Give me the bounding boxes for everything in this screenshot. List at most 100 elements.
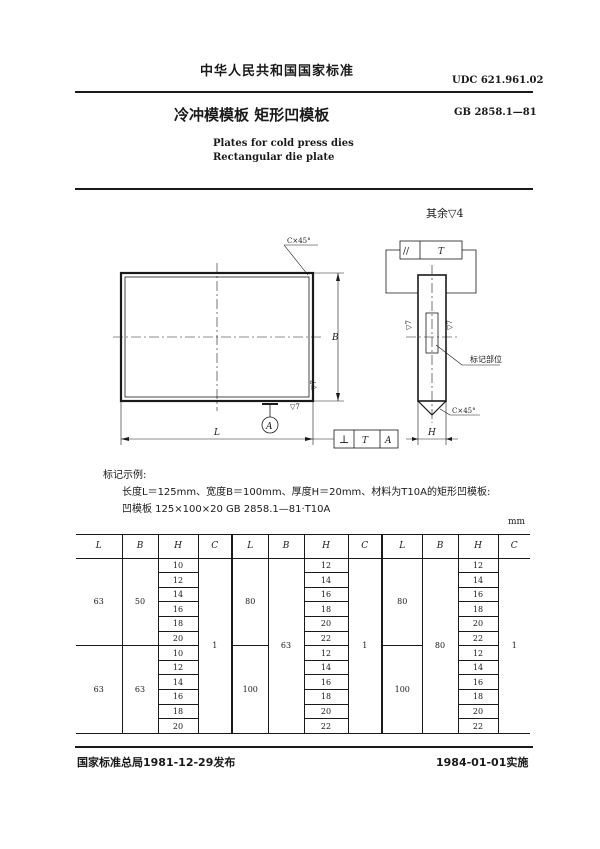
g2-h: 14 <box>303 572 349 588</box>
table-header-row: L B H C L B H C L B H C <box>76 534 530 559</box>
g2-l-a: 80 <box>231 557 269 647</box>
g1-h: 18 <box>157 703 199 720</box>
g1-b-b: 63 <box>121 645 159 734</box>
front-view <box>113 263 322 411</box>
g3-h: 22 <box>457 718 499 734</box>
g2-h: 12 <box>303 645 349 661</box>
title-en-line1: Plates for cold press dies <box>213 138 354 149</box>
title-rule <box>75 188 533 190</box>
g1-l-a: 63 <box>76 557 123 647</box>
header-c-2: C <box>347 534 383 559</box>
g3-h: 16 <box>457 674 499 691</box>
header-l-1: L <box>76 534 123 559</box>
header-l-3: L <box>381 534 423 559</box>
g3-h: 22 <box>457 630 499 647</box>
chamfer-label-side: C×45° <box>452 407 476 415</box>
g2-c: 1 <box>347 557 383 735</box>
g2-b: 63 <box>267 557 305 735</box>
g1-h: 12 <box>157 572 199 588</box>
title-en-line2: Rectangular die plate <box>213 152 335 163</box>
g3-h: 18 <box>457 601 499 618</box>
effective-date: 1984-01-01实施 <box>436 756 529 769</box>
g1-h: 16 <box>157 689 199 705</box>
g3-h: 14 <box>457 659 499 676</box>
roughness-side-1: ▽7 <box>310 380 318 390</box>
g1-h: 18 <box>157 616 199 632</box>
roughness-side-2: ▽7 <box>405 320 413 330</box>
header-h-2: H <box>303 534 349 559</box>
dimension-l <box>120 401 314 445</box>
udc-code: UDC 621.961.02 <box>452 75 544 86</box>
g2-h: 20 <box>303 703 349 720</box>
table-row: 63 50 10 1 80 63 12 1 80 80 12 1 <box>76 557 530 735</box>
roughness-bottom: ▽7 <box>290 403 300 411</box>
technical-drawing: 其余▽4 C×45° B ▽7 ▽7 A L ⊥ T A <box>113 206 502 449</box>
g3-h: 16 <box>457 586 499 603</box>
g3-h: 14 <box>457 572 499 588</box>
header-b-3: B <box>421 534 459 559</box>
perpendicularity-frame <box>333 429 399 449</box>
parallel-symbol: // <box>403 247 410 257</box>
g1-h: 10 <box>157 645 199 661</box>
table-row: 20 22 22 <box>76 630 530 647</box>
header-rule <box>75 91 533 93</box>
perp-symbol: ⊥ <box>339 433 349 446</box>
side-view <box>406 265 460 423</box>
g2-h: 22 <box>303 718 349 734</box>
header-l-2: L <box>231 534 269 559</box>
g3-h: 20 <box>457 703 499 720</box>
perp-datum: A <box>384 436 392 446</box>
g1-h: 20 <box>157 630 199 647</box>
table-row: 12 14 14 <box>76 572 530 588</box>
header-c-3: C <box>497 534 530 559</box>
table-row: 16 18 18 <box>76 601 530 618</box>
g3-h: 18 <box>457 689 499 705</box>
table-row: 12 14 14 <box>76 659 530 676</box>
example-line1: 长度L＝125mm、宽度B＝100mm、厚度H＝20mm、材料为T10A的矩形凹… <box>122 487 491 498</box>
g1-h: 20 <box>157 718 199 734</box>
header-h-1: H <box>157 534 199 559</box>
unit-label: mm <box>508 517 526 527</box>
header-b-2: B <box>267 534 305 559</box>
footer-rule <box>75 746 533 748</box>
dim-h-label: H <box>427 428 436 438</box>
header-c-1: C <box>197 534 233 559</box>
g3-l-a: 80 <box>381 557 423 647</box>
dimension-table: L B H C L B H C L B H C 63 50 10 1 80 63… <box>76 534 530 735</box>
g1-h: 16 <box>157 601 199 618</box>
g1-b-a: 50 <box>121 557 159 647</box>
g2-h: 16 <box>303 674 349 691</box>
g2-h: 12 <box>303 557 349 574</box>
g1-c: 1 <box>197 557 233 735</box>
table-row: 20 22 22 <box>76 718 530 734</box>
roughness-note: 其余▽4 <box>426 206 463 220</box>
g1-h: 14 <box>157 586 199 603</box>
g2-h: 20 <box>303 616 349 632</box>
g2-h: 18 <box>303 601 349 618</box>
datum-a-label: A <box>265 422 273 432</box>
g1-h: 12 <box>157 659 199 676</box>
g2-h: 22 <box>303 630 349 647</box>
g2-l-b: 100 <box>231 645 269 734</box>
table-row: 63 63 10 100 12 100 12 <box>76 645 530 734</box>
standard-number: GB 2858.1—81 <box>454 107 537 118</box>
table-row: 14 16 16 <box>76 586 530 603</box>
g3-h: 12 <box>457 557 499 574</box>
g2-h: 14 <box>303 659 349 676</box>
g3-c: 1 <box>497 557 530 735</box>
parallel-tolerance: T <box>438 247 445 257</box>
dimension-b <box>313 272 344 402</box>
example-line2: 凹模板 125×100×20 GB 2858.1—81·T10A <box>122 504 331 515</box>
org-title: 中华人民共和国国家标准 <box>200 64 355 79</box>
g1-h: 14 <box>157 674 199 691</box>
table-row: 14 16 16 <box>76 674 530 691</box>
example-heading: 标记示例: <box>103 470 147 481</box>
datum-a-symbol <box>261 403 279 434</box>
g1-l-b: 63 <box>76 645 123 734</box>
dim-b-label: B <box>331 333 339 343</box>
header-h-3: H <box>457 534 499 559</box>
roughness-side-3: ▽7 <box>446 320 454 330</box>
g2-h: 16 <box>303 586 349 603</box>
